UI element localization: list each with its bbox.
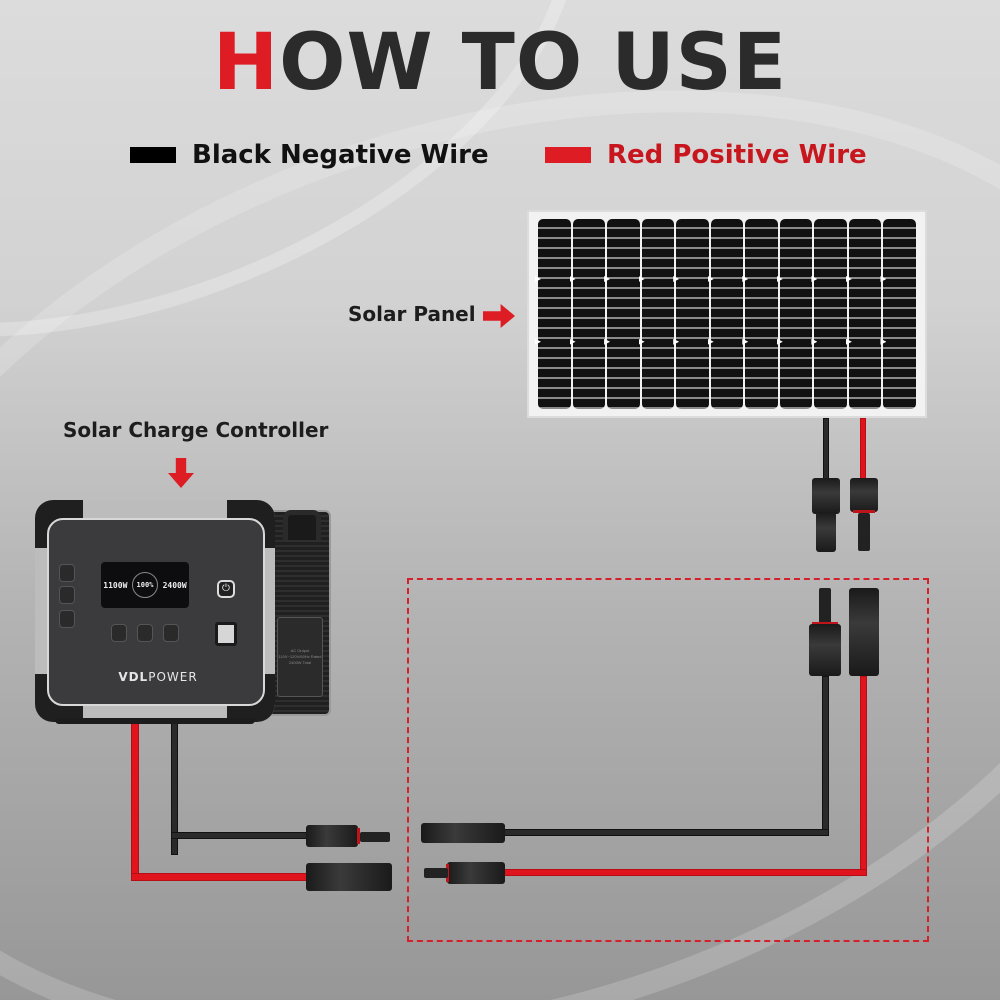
panel-positive-connector xyxy=(850,478,878,512)
brand-rest: POWER xyxy=(148,670,198,684)
connector-ring xyxy=(853,510,875,513)
solar-cell-column xyxy=(883,219,916,409)
solar-panel-label: Solar Panel xyxy=(348,302,476,326)
solar-cell-column xyxy=(745,219,778,409)
ext-negative-end-connector xyxy=(421,823,505,843)
ext-positive-end-pin xyxy=(424,868,448,878)
station-positive-wire-vertical xyxy=(131,720,139,880)
ext-positive-wire-horizontal xyxy=(503,869,867,876)
ac-outlet xyxy=(137,624,153,642)
station-front-panel: 1100W 100% 2400W ⏻ VDLPOWER xyxy=(47,518,265,706)
station-negative-connector xyxy=(306,825,358,847)
input-watts: 1100W xyxy=(103,580,128,590)
station-negative-wire-horizontal xyxy=(171,832,311,839)
brand-bold: VDL xyxy=(118,670,149,684)
title-first-letter: H xyxy=(212,18,280,108)
ext-negative-wire-vertical xyxy=(822,676,829,836)
charge-controller-label: Solar Charge Controller xyxy=(63,418,329,442)
solar-cell-column xyxy=(538,219,571,409)
solar-cell-column xyxy=(710,219,744,409)
connector-ring xyxy=(357,828,360,844)
station-handle xyxy=(283,510,321,540)
extension-cable-box xyxy=(407,578,929,942)
red-swatch xyxy=(545,147,591,163)
lamp-icon xyxy=(215,622,237,646)
power-station: AC Output 110V~120V/60Hz Rated 2400W Tot… xyxy=(35,500,335,724)
ext-negative-pin xyxy=(819,588,831,624)
lcd-display: 1100W 100% 2400W xyxy=(101,562,189,608)
legend-red-wire: Red Positive Wire xyxy=(545,140,867,170)
solar-cell-column xyxy=(572,219,606,409)
output-watts: 2400W xyxy=(162,580,187,590)
station-negative-pin xyxy=(360,832,390,842)
dc-outlet xyxy=(59,586,75,604)
solar-cell-column xyxy=(814,219,847,409)
brand-logo: VDLPOWER xyxy=(49,670,267,684)
connector-ring xyxy=(812,622,838,625)
solar-cell-column xyxy=(607,219,640,409)
station-side-panel: AC Output 110V~120V/60Hz Rated 2400W Tot… xyxy=(277,617,323,697)
ext-negative-connector xyxy=(809,624,841,676)
legend-black-wire: Black Negative Wire xyxy=(130,140,489,170)
panel-negative-wire xyxy=(823,418,829,480)
ac-outlet xyxy=(163,624,179,642)
panel-negative-connector xyxy=(812,478,840,514)
station-positive-connector xyxy=(306,863,392,891)
station-side-vent: AC Output 110V~120V/60Hz Rated 2400W Tot… xyxy=(267,510,331,716)
black-swatch xyxy=(130,147,176,163)
title-rest: OW TO USE xyxy=(279,18,788,108)
dc-outlet xyxy=(59,564,75,582)
panel-positive-pin xyxy=(858,513,870,551)
panel-negative-connector-tip xyxy=(816,512,836,552)
ext-positive-wire-vertical xyxy=(860,676,867,876)
arrow-down-icon xyxy=(168,458,194,488)
ac-outlet xyxy=(111,624,127,642)
arrow-right-icon xyxy=(483,304,515,328)
solar-cell-column xyxy=(848,219,882,409)
station-positive-wire-horizontal xyxy=(131,873,311,881)
legend-label: Black Negative Wire xyxy=(192,140,489,170)
station-foot xyxy=(55,718,255,724)
battery-percent: 100% xyxy=(131,572,158,598)
station-negative-wire-vertical xyxy=(171,720,178,855)
solar-cell-column xyxy=(779,219,813,409)
solar-cell-column xyxy=(676,219,709,409)
page-title: HOW TO USE xyxy=(0,18,1000,108)
legend-label: Red Positive Wire xyxy=(607,140,867,170)
solar-cell-column xyxy=(641,219,675,409)
ext-negative-wire-horizontal xyxy=(503,829,829,836)
ext-positive-connector xyxy=(849,588,879,676)
solar-panel xyxy=(527,210,927,418)
ext-positive-end-connector xyxy=(447,862,505,884)
dc-outlet xyxy=(59,610,75,628)
power-button-icon[interactable]: ⏻ xyxy=(217,580,235,598)
panel-positive-wire xyxy=(860,418,866,480)
